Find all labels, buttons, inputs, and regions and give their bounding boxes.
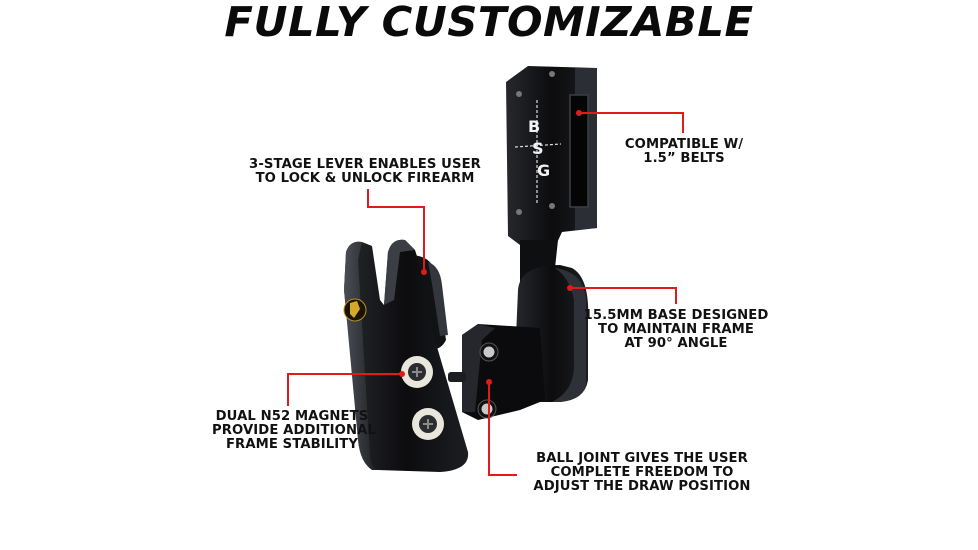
ball-joint (448, 324, 545, 420)
base-leader-dot (567, 285, 573, 291)
leader-lines (287, 112, 684, 476)
lever-leader-line (367, 189, 425, 272)
base-leader-line (570, 287, 677, 304)
belts-leader-line (579, 112, 684, 133)
callout-magnets: DUAL N52 MAGNETS PROVIDE ADDITIONAL FRAM… (212, 409, 376, 452)
magnets-leader-line (287, 373, 402, 406)
callout-base: 15.5MM BASE DESIGNED TO MAINTAIN FRAME A… (583, 308, 769, 351)
belt-clip-plate: B S G (506, 66, 597, 245)
magnet-body (343, 239, 469, 472)
lever-leader-dot (421, 269, 427, 275)
logo-letter-s: S (532, 139, 544, 158)
belts-leader-dot (576, 110, 582, 116)
balljoint-leader-dot (486, 379, 492, 385)
magnets-leader-dot (399, 371, 405, 377)
logo-letter-b: B (528, 117, 540, 136)
callout-belts: COMPATIBLE W/ 1.5” BELTS (624, 137, 744, 166)
callout-lever: 3-STAGE LEVER ENABLES USER TO LOCK & UNL… (249, 157, 481, 186)
callout-ball-joint: BALL JOINT GIVES THE USER COMPLETE FREED… (533, 451, 751, 494)
page-title: FULLY CUSTOMIZABLE (224, 0, 754, 46)
balljoint-leader-line (488, 382, 517, 476)
logo-letter-g: G (537, 161, 550, 180)
